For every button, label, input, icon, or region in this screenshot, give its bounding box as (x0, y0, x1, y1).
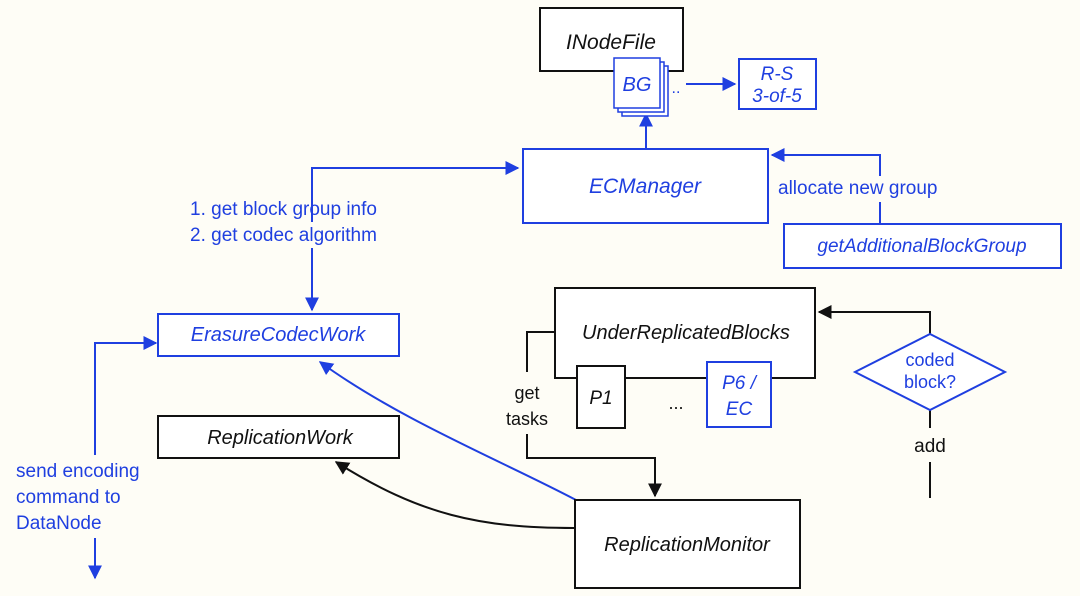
label-send-encoding-1: send encoding (16, 461, 140, 482)
rs-label-line1: R-S (761, 64, 794, 85)
p6-label-line1: P6 / (722, 373, 758, 394)
arrow-monitor-to-codecwork (318, 361, 577, 501)
p1-node: P1 (576, 365, 626, 429)
under-replicated-blocks-label: UnderReplicatedBlocks (582, 322, 790, 344)
replication-monitor-label: ReplicationMonitor (604, 534, 771, 556)
under-replicated-blocks-node: UnderReplicatedBlocks (554, 287, 816, 379)
label-send-encoding-3: DataNode (16, 513, 102, 534)
arrow-codecwork-to-ecmanager (311, 161, 520, 222)
erasure-codec-work-node: ErasureCodecWork (157, 313, 400, 357)
erasure-codec-work-label: ErasureCodecWork (191, 324, 367, 346)
p6-label-line2: EC (726, 399, 753, 420)
get-additional-block-group-label: getAdditionalBlockGroup (817, 236, 1026, 257)
ecmanager-label: ECManager (589, 175, 702, 198)
get-additional-block-group-node: getAdditionalBlockGroup (783, 223, 1062, 269)
label-get-block-group-info: 1. get block group info (190, 199, 377, 220)
bg-ellipsis: .. (672, 80, 681, 97)
arrow-getadditional-to-ecmanager (772, 155, 881, 224)
label-add: add (914, 436, 946, 457)
arrow-under-to-monitor (526, 331, 655, 496)
replication-work-label: ReplicationWork (207, 427, 354, 449)
arrow-coded-to-under (817, 305, 931, 334)
ecmanager-node: ECManager (522, 148, 769, 224)
arrow-send-encoding (94, 342, 156, 455)
label-get: get (514, 383, 539, 403)
p6-ec-node: P6 / EC (706, 361, 772, 428)
label-allocate-new-group: allocate new group (778, 178, 938, 199)
rs-node: R-S 3-of-5 (738, 58, 817, 110)
label-send-encoding-2: command to (16, 487, 121, 508)
coded-block-decision: coded block? (852, 332, 1008, 412)
priority-ellipsis: ... (668, 393, 683, 413)
bg-node: BG (613, 57, 669, 117)
label-get-codec-algorithm: 2. get codec algorithm (190, 225, 377, 246)
p1-label: P1 (589, 388, 612, 409)
rs-label-line2: 3-of-5 (752, 86, 802, 107)
replication-monitor-node: ReplicationMonitor (574, 499, 801, 589)
coded-block-label-line1: coded (905, 350, 954, 370)
label-tasks: tasks (506, 409, 548, 429)
inodefile-node: INodeFile (539, 7, 684, 72)
coded-block-label-line2: block? (904, 372, 956, 392)
arrow-monitor-to-replicationwork (334, 461, 575, 529)
replication-work-node: ReplicationWork (157, 415, 400, 459)
inodefile-label: INodeFile (566, 31, 656, 54)
bg-label: BG (623, 74, 652, 96)
